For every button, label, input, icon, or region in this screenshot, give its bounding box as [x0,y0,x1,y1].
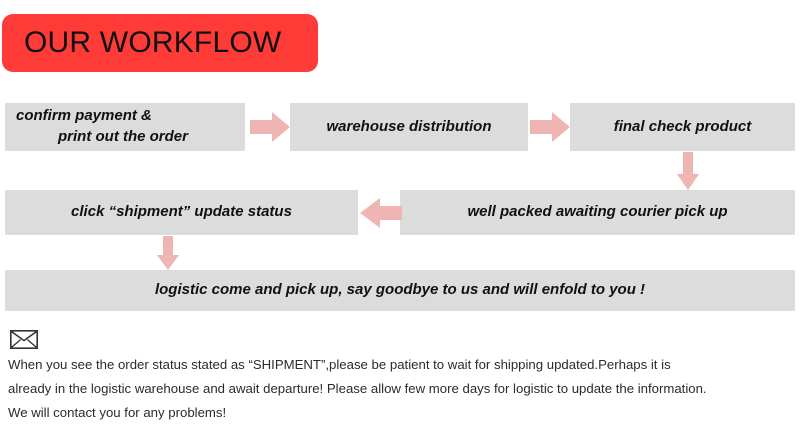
flow-step-label: well packed awaiting courier pick up [467,203,728,221]
footer-line: We will contact you for any problems! [8,405,227,420]
arrow-down-icon [156,236,180,270]
flow-step-label: logistic come and pick up, say goodbye t… [154,281,646,299]
footer-line: already in the logistic warehouse and aw… [8,381,707,396]
flow-step-label: final check product [613,117,752,135]
flow-step-final-check: final check product [570,103,795,151]
flow-step-well-packed: well packed awaiting courier pick up [400,190,795,235]
title-banner: OUR WORKFLOW [2,14,318,72]
arrow-left-icon [360,196,402,230]
flow-step-warehouse-distribution: warehouse distribution [290,103,528,151]
flow-step-label-line1: confirm payment & [16,107,152,125]
footer-note: When you see the order status stated as … [8,353,796,425]
flow-step-label-line2: print out the order [58,128,188,145]
arrow-right-icon [530,110,570,144]
flow-step-confirm-payment: confirm payment & print out the order [5,103,245,151]
envelope-icon [10,330,38,349]
page-title: OUR WORKFLOW [24,26,282,59]
flow-step-label: click “shipment” update status [71,203,292,221]
flow-step-label: warehouse distribution [326,117,492,135]
flow-step-click-shipment: click “shipment” update status [5,190,358,235]
arrow-down-icon [676,152,700,190]
flow-step-label: confirm payment & print out the order [5,106,245,147]
footer-line: When you see the order status stated as … [8,357,671,372]
flow-step-logistic-come: logistic come and pick up, say goodbye t… [5,270,795,311]
arrow-right-icon [250,110,290,144]
